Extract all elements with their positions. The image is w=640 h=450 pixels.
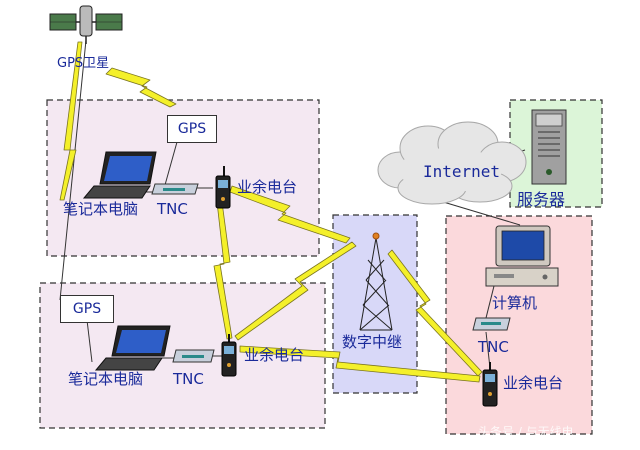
tnc-bottom-icon — [172, 349, 215, 363]
gps-receiver-bottom: GPS — [60, 295, 114, 323]
tnc-top-icon — [151, 183, 199, 195]
tnc-bottom-label: TNC — [173, 370, 204, 388]
link-radio-top-radio-bottom — [213, 201, 233, 340]
tnc-right-icon — [472, 317, 511, 331]
radio-bottom-icon — [221, 334, 237, 377]
internet-label: Internet — [423, 162, 501, 181]
tnc-top-label: TNC — [157, 200, 188, 218]
link-radio-top-repeater — [229, 185, 351, 244]
repeater-label: 数字中继 — [342, 333, 403, 351]
repeater-tower-icon — [359, 232, 393, 331]
radio-top-label: 业余电台 — [237, 178, 298, 196]
laptop-top-icon — [82, 151, 157, 199]
gps-receiver-top: GPS — [167, 115, 217, 143]
radio-bottom-label: 业余电台 — [244, 346, 305, 364]
link-satellite-laptop — [59, 41, 83, 201]
server-label: 服务器 — [517, 190, 566, 209]
computer-label: 计算机 — [492, 294, 538, 312]
link-radio-bottom-radio-right — [239, 345, 481, 383]
link-satellite-gps — [105, 67, 177, 108]
radio-right-label: 业余电台 — [503, 374, 564, 392]
laptop-bottom-icon — [94, 325, 171, 371]
tnc-right-label: TNC — [478, 338, 509, 356]
watermark: 头条号 / 与无线电 — [478, 425, 574, 439]
radio-right-icon — [482, 362, 498, 407]
satellite-icon — [49, 5, 123, 44]
gps-satellite-label: GPS卫星 — [57, 56, 110, 71]
server-icon — [531, 109, 567, 185]
link-repeater-radio-bottom — [234, 241, 357, 341]
desktop-computer-icon — [485, 225, 559, 287]
laptop-top-label: 笔记本电脑 — [63, 200, 139, 218]
laptop-bottom-label: 笔记本电脑 — [68, 370, 144, 388]
radio-top-icon — [215, 166, 231, 209]
